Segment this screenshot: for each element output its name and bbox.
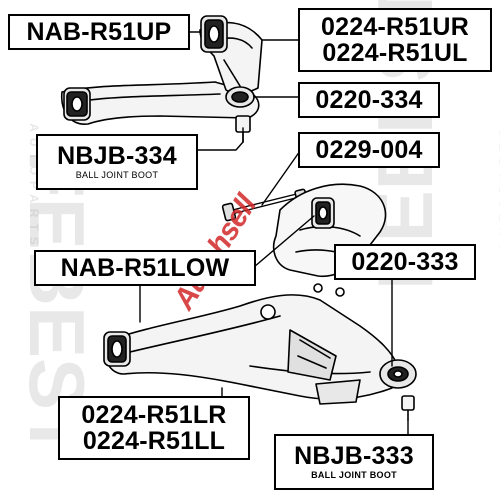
label-bolt-004: 0229-004	[298, 132, 440, 168]
lower-bushing-front	[103, 331, 131, 367]
label-lower-arm: 0224-R51LR 0224-R51LL	[58, 396, 250, 460]
label-ball-joint-boot-lower: BALL JOINT BOOT	[311, 470, 397, 481]
upper-bushing-front	[63, 87, 91, 121]
lower-bushing-rear-mount	[311, 197, 335, 229]
label-lower-arm-left-text: 0224-R51LL	[82, 427, 226, 455]
label-bushing-334: 0220-334	[298, 82, 440, 118]
label-nab-r51up-text: NAB-R51UP	[26, 17, 172, 46]
leader-lines	[139, 31, 409, 437]
upper-bushing-rear	[200, 15, 228, 53]
label-nbjb-333-text: NBJB-333	[294, 442, 414, 471]
label-nbjb-333: NBJB-333 BALL JOINT BOOT	[274, 434, 434, 490]
label-upper-arm-left-text: 0224-R51UL	[322, 39, 468, 67]
label-nbjb-334: NBJB-334 BALL JOINT BOOT	[36, 134, 198, 190]
label-upper-arm: 0224-R51UR 0224-R51UL	[298, 8, 492, 72]
lower-arm-bushing-333	[379, 359, 417, 389]
label-nab-r51up: NAB-R51UP	[8, 14, 190, 50]
label-nbjb-334-text: NBJB-334	[57, 142, 177, 171]
label-ball-joint-boot-upper: BALL JOINT BOOT	[75, 170, 159, 181]
label-bushing-334-text: 0220-334	[315, 85, 423, 114]
label-bolt-004-text: 0229-004	[315, 135, 423, 164]
label-bushing-333: 0220-333	[334, 244, 476, 280]
lower-ball-joint	[315, 379, 415, 421]
upper-arm-bushing-334	[225, 86, 255, 108]
lower-control-arm	[104, 294, 399, 401]
label-bushing-333-text: 0220-333	[351, 247, 459, 276]
label-nab-r51low: NAB-R51LOW	[34, 250, 256, 286]
label-upper-arm-right-text: 0224-R51UR	[321, 12, 469, 41]
label-lower-arm-right-text: 0224-R51LR	[81, 400, 227, 429]
label-nab-r51low-text: NAB-R51LOW	[60, 253, 230, 282]
